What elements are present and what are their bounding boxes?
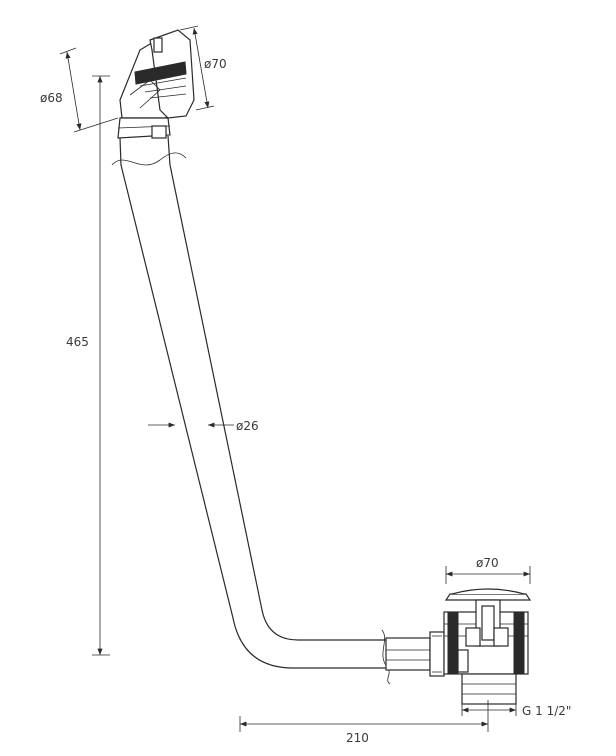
dimension-height — [92, 75, 110, 656]
overflow-diameter-label: ø68 — [40, 91, 63, 105]
waste-diameter-label: ø70 — [476, 556, 499, 570]
overflow-pipe — [119, 135, 390, 669]
dimension-overflow-diameter — [59, 47, 119, 133]
break-line-top — [111, 152, 187, 166]
thread-label: G 1 1/2" — [522, 704, 571, 718]
overflow-head — [117, 29, 195, 139]
dimension-overflow-cap-diameter — [179, 25, 215, 111]
waste-assembly — [385, 588, 532, 705]
dimension-waste-diameter — [445, 566, 531, 584]
dimension-thread — [461, 700, 517, 716]
height-label: 465 — [66, 335, 89, 349]
pipe-diameter-label: ø26 — [236, 419, 259, 433]
dimension-horizontal-offset — [239, 700, 489, 732]
overflow-cap-diameter-label: ø70 — [204, 57, 227, 71]
horizontal-offset-label: 210 — [346, 731, 369, 745]
